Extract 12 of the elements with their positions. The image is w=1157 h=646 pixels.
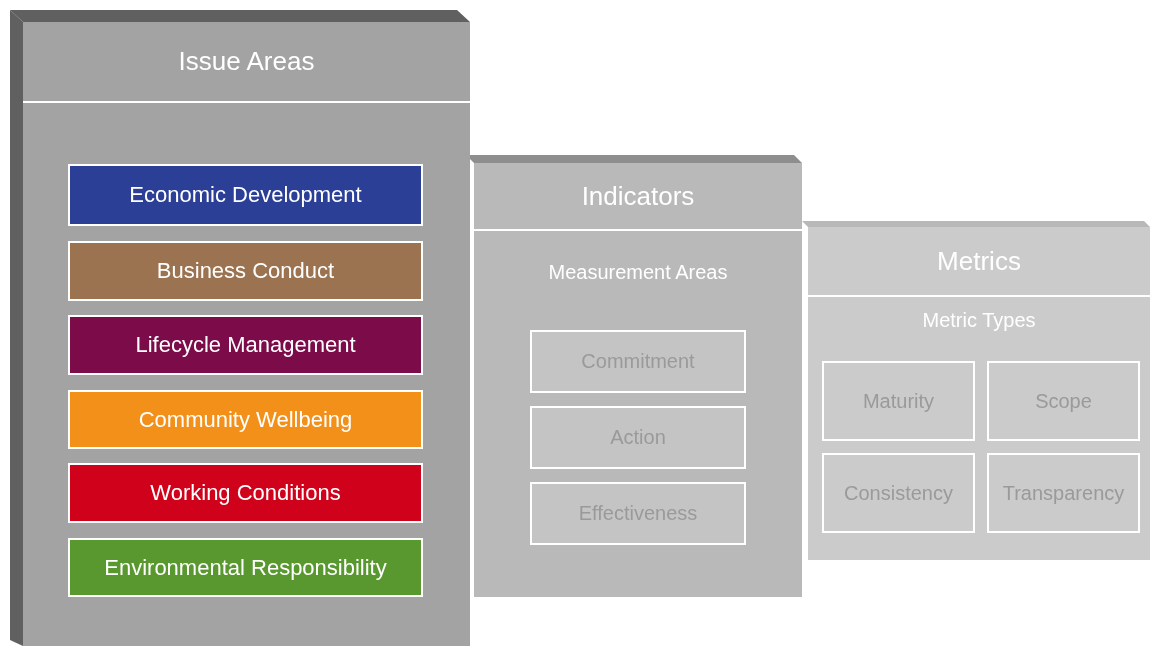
issue-box: Environmental Responsibility [68, 538, 423, 597]
block-panel [474, 163, 802, 597]
issue-box: Business Conduct [68, 241, 423, 301]
block-panel [23, 22, 470, 646]
issue-box: Lifecycle Management [68, 315, 423, 375]
issue-box: Economic Development [68, 164, 423, 226]
panel-heading: Indicators [581, 180, 695, 212]
panel-heading: Issue Areas [178, 46, 315, 77]
section-heading: Measurement Areas [548, 261, 728, 283]
issue-box: Working Conditions [68, 463, 423, 523]
issue-box: Community Wellbeing [68, 390, 423, 449]
block-panel [808, 227, 1150, 560]
